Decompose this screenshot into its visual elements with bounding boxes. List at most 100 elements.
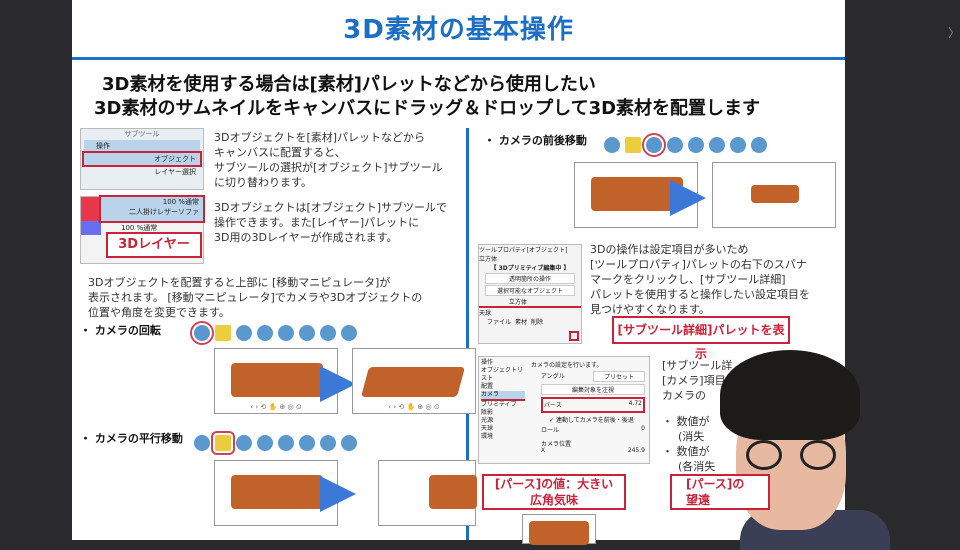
category-item[interactable]: 配置 (481, 383, 494, 390)
text-line: 3Dの操作は設定項目が多いため (590, 243, 749, 256)
rotate-icon[interactable] (299, 435, 315, 451)
category-item[interactable]: 操作 (481, 359, 494, 366)
text-line: [カメラ]項目 (662, 374, 726, 387)
angle-label: アングル (541, 373, 565, 380)
move-icon[interactable] (257, 325, 273, 341)
category-item[interactable]: 天球 (481, 425, 494, 432)
dolly-camera-icon[interactable] (642, 133, 666, 157)
subtool-item[interactable]: 操作 (84, 140, 200, 152)
text-line: 見つけやすくなります。 (590, 303, 710, 316)
subtool-detail-callout: [サブツール詳細]パレットを表示 (612, 316, 790, 361)
text-line: (消失 (678, 430, 705, 443)
text-line: 3Dオブジェクトを配置すると上部に [移動マニピュレータ]が (88, 276, 391, 289)
move-plane-icon[interactable] (278, 325, 294, 341)
perspective-value[interactable]: 4.72 (628, 400, 642, 407)
sofa-dolly-image (712, 162, 836, 228)
move-icon[interactable] (257, 435, 273, 451)
file-button[interactable]: ファイル (487, 319, 512, 326)
text-line: パレットを使用すると操作したい設定項目を (590, 288, 810, 301)
layer-mode: 100 %通常 (121, 224, 158, 232)
text-line: [ツールプロパティ]パレットの右下のスパナ (590, 258, 807, 271)
panel-header: ツールプロパティ[オブジェクト] (479, 247, 568, 254)
rotate-camera-icon[interactable] (604, 137, 620, 153)
bullet-camera-rotate: ・ カメラの回転 (80, 324, 161, 337)
rotate-xy-icon[interactable] (320, 435, 336, 451)
dolly-camera-icon[interactable] (236, 325, 252, 341)
select-transparent[interactable]: 透明箇所の操作 (485, 273, 575, 284)
text-line: キャンバスに配置すると、 (214, 146, 346, 159)
category-item[interactable]: 陰影 (481, 409, 494, 416)
text-line: カメラの (662, 389, 706, 402)
rotate-camera-icon[interactable] (194, 435, 210, 451)
roll-value[interactable]: 0 (641, 425, 645, 432)
section-label: 天球 (479, 310, 492, 317)
subtool-panel: サブツール 操作 オブジェクト レイヤー選択 (80, 128, 204, 190)
move-plane-icon[interactable] (278, 435, 294, 451)
text-line: マークをクリックし、[サブツール詳細] (590, 273, 786, 286)
subtool-detail-panel: 操作 オブジェクトリスト 配置 カメラ プリミティブ 陰影 光源 天球 環境 カ… (478, 356, 650, 464)
layer-name[interactable]: 二人掛けレザーソファ (129, 208, 199, 216)
text-line: ・ 数値が (662, 415, 710, 428)
rotate-xy-icon[interactable] (730, 137, 746, 153)
object-name: 立方体 (479, 256, 498, 263)
3d-layer-callout: 3Dレイヤー (106, 232, 202, 258)
subtitle-1: 3D素材を使用する場合は[素材]パレットなどから使用したい (102, 74, 596, 95)
pan-camera-icon[interactable] (211, 431, 235, 455)
text-line: ・ 数値が (662, 445, 710, 458)
wrench-icon[interactable] (569, 331, 579, 341)
mode-label: 【 3Dプリミティブ編集中 】 (490, 265, 570, 272)
text-line: 表示されます。 [移動マニピュレータ]でカメラや3Dオブジェクトの (88, 291, 423, 304)
panel-header: サブツール (124, 130, 160, 138)
text-line: 位置や角度を変更できます。 (88, 306, 230, 319)
reset-icon[interactable] (341, 435, 357, 451)
sofa-before-image: ‹ › ⟲ ✋ ⊕ ◎ ⊙ (214, 348, 338, 414)
delete-button[interactable]: 削除 (531, 319, 544, 326)
roll-label: ロール (541, 427, 560, 434)
text-line: (各消失 (678, 460, 716, 473)
category-item-camera[interactable]: カメラ (481, 391, 525, 401)
title-bar: 3D素材の基本操作 (72, 0, 845, 60)
text-line: [サブツール詳 (662, 359, 733, 372)
presenter-video (700, 350, 890, 550)
slide: 3D素材の基本操作 3D素材を使用する場合は[素材]パレットなどから使用したい … (72, 0, 845, 545)
column-divider (466, 128, 469, 540)
category-item[interactable]: オブジェクトリスト (481, 367, 524, 382)
category-item[interactable]: 光源 (481, 417, 494, 424)
category-item[interactable]: プリミティブ (481, 401, 517, 408)
x-label: X (541, 447, 546, 454)
perspective-label: パース (544, 402, 562, 409)
arrow-icon (320, 476, 356, 512)
dolly-camera-icon[interactable] (236, 435, 252, 451)
subtool-item[interactable]: レイヤー選択 (154, 168, 196, 176)
reset-icon[interactable] (751, 137, 767, 153)
select-objects[interactable]: 選択可能なオブジェクト (485, 285, 575, 296)
text-line: 3Dオブジェクトを[素材]パレットなどから (214, 131, 426, 144)
text-line: サブツールの選択が[オブジェクト]サブツール (214, 161, 443, 174)
move-icon[interactable] (667, 137, 683, 153)
material-button[interactable]: 素材 (515, 319, 528, 326)
text-line: に切り替わります。 (214, 176, 312, 189)
reset-icon[interactable] (341, 325, 357, 341)
angle-select[interactable]: プリセット (592, 371, 645, 382)
rotate-icon[interactable] (299, 325, 315, 341)
rotate-camera-icon[interactable] (190, 321, 214, 345)
x-value[interactable]: 245.9 (627, 447, 645, 454)
category-item[interactable]: 環境 (481, 433, 494, 440)
arrow-icon (320, 366, 356, 402)
manipulator-toolbar (604, 133, 767, 157)
linked-checkbox[interactable]: 連動してカメラを前後・後退 (555, 417, 634, 424)
layer-mode: 100 %通常 (162, 198, 199, 206)
pan-camera-icon[interactable] (625, 137, 641, 153)
perspective-small-callout: [パース]の 望遠 (670, 474, 770, 510)
subtool-item[interactable]: オブジェクト (82, 151, 202, 167)
description-text: カメラの設定を行います。 (531, 362, 603, 369)
pan-camera-icon[interactable] (215, 325, 231, 341)
focus-target-button[interactable]: 編集対象を注視 (541, 384, 645, 395)
rotate-icon[interactable] (709, 137, 725, 153)
side-arrow-icon: 〉 (948, 26, 960, 40)
arrow-icon (670, 180, 706, 216)
bullet-camera-dolly: ・ カメラの前後移動 (484, 134, 587, 147)
rotate-xy-icon[interactable] (320, 325, 336, 341)
move-plane-icon[interactable] (688, 137, 704, 153)
object-item[interactable]: 立方体 (479, 297, 581, 308)
